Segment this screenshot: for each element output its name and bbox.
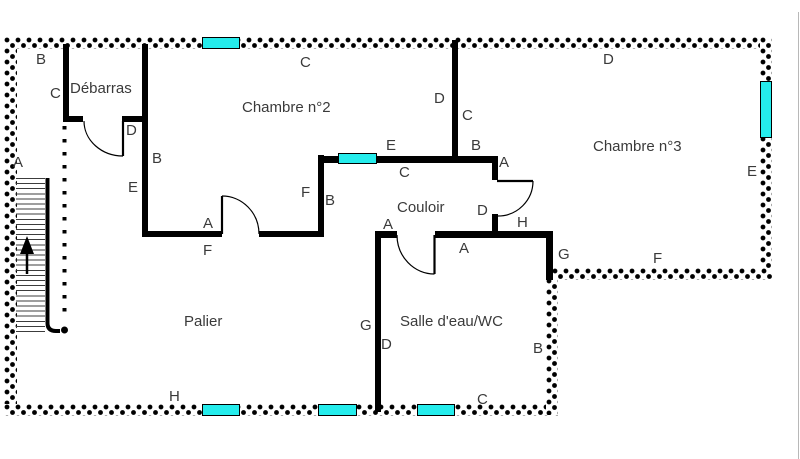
- window-right: [760, 81, 772, 138]
- wall-debarras-bottom-right: [122, 116, 148, 122]
- outer-wall-bottom: [4, 404, 558, 416]
- wall-letter: B: [533, 340, 544, 357]
- wall-letter: G: [360, 317, 372, 334]
- wall-chambre2-left: [142, 44, 148, 237]
- window-top: [202, 37, 240, 49]
- wall-letter: B: [36, 51, 47, 68]
- wall-couloir-south: [435, 231, 553, 238]
- wall-letter: F: [301, 184, 311, 201]
- wall-letter: D: [603, 51, 614, 68]
- wall-letter: F: [203, 242, 213, 259]
- wall-letter: A: [499, 154, 510, 171]
- wall-letter: E: [128, 179, 139, 196]
- wall-letter: C: [477, 391, 488, 408]
- wall-letter: B: [152, 150, 163, 167]
- stairwell-boundary: [45, 178, 60, 333]
- wall-salledeau-left: [375, 238, 381, 412]
- wall-chambre2-south-vertical: [318, 155, 324, 237]
- wall-letter: B: [471, 137, 482, 154]
- wall-debarras-left: [63, 44, 69, 122]
- chambre2-door-arc: [221, 195, 260, 235]
- room-label-palier: Palier: [184, 313, 223, 330]
- room-label-debarras: Débarras: [70, 80, 132, 97]
- outer-wall-left: [4, 37, 17, 415]
- wall-couloir-north: [318, 156, 498, 163]
- wall-step-corner: [546, 238, 553, 280]
- wall-letter: D: [381, 336, 392, 353]
- wall-doorH-upper-jamb: [492, 159, 498, 180]
- room-label-chambre3: Chambre n°3: [593, 138, 682, 155]
- window-bottom-palier: [202, 404, 240, 416]
- wall-letter: C: [399, 164, 410, 181]
- wall-letter: G: [558, 246, 570, 263]
- wall-letter: A: [459, 240, 470, 257]
- wall-letter: C: [50, 85, 61, 102]
- wall-letter: C: [300, 54, 311, 71]
- wall-palier-north-west: [142, 231, 222, 237]
- outer-wall-step-vertical: [546, 278, 558, 415]
- wall-letter: H: [169, 388, 180, 405]
- wall-letter: H: [517, 214, 528, 231]
- debarras-door-arc: [83, 120, 124, 157]
- room-label-couloir: Couloir: [397, 199, 445, 216]
- wall-letter: F: [653, 250, 663, 267]
- wall-letter: A: [13, 154, 24, 171]
- wall-chambre2-chambre3-divider: [452, 40, 458, 159]
- window-bottom-salledeau: [417, 404, 455, 416]
- wall-letter: A: [383, 216, 394, 233]
- wall-salledeau-north: [375, 231, 397, 238]
- window-couloir-north: [338, 153, 377, 164]
- stairwell-boundary-end-dot: [61, 326, 68, 334]
- salledeau-door-arc: [396, 234, 435, 275]
- chambre3-door-arc: [497, 180, 534, 217]
- wall-letter: B: [325, 192, 336, 209]
- outer-wall-top: [4, 37, 772, 49]
- wall-doorH-lower-jamb: [492, 214, 498, 234]
- wall-letter: D: [477, 202, 488, 219]
- wall-letter: A: [203, 215, 214, 232]
- room-label-salledeau: Salle d'eau/WC: [400, 313, 503, 330]
- staircase-treads: [16, 178, 45, 332]
- wall-letter: E: [747, 163, 758, 180]
- wall-letter: D: [126, 122, 137, 139]
- wall-debarras-bottom-left: [63, 116, 83, 122]
- wall-letter: E: [386, 137, 397, 154]
- wall-letter: C: [462, 107, 473, 124]
- outer-wall-step-horizontal: [552, 268, 772, 280]
- wall-palier-north-east: [259, 231, 320, 237]
- wall-letter: D: [434, 90, 445, 107]
- room-label-chambre2: Chambre n°2: [242, 99, 331, 116]
- outer-wall-right: [760, 37, 772, 280]
- image-right-border: [798, 12, 799, 459]
- window-bottom-middle: [318, 404, 357, 416]
